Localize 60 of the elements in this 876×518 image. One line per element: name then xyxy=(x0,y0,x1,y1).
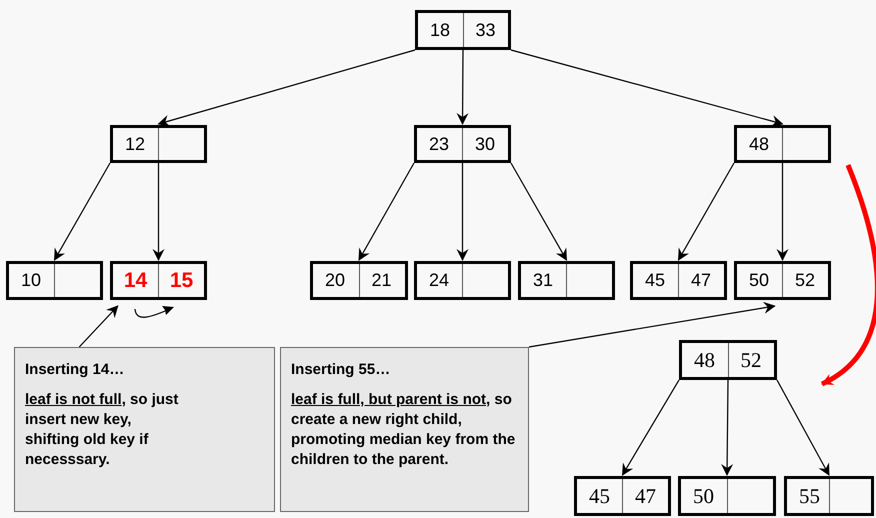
arrow xyxy=(158,49,416,127)
arrow xyxy=(358,162,415,261)
key-value: 45 xyxy=(589,484,610,508)
key-value: 21 xyxy=(372,270,392,291)
btree-node xyxy=(630,261,727,300)
arrow xyxy=(456,50,469,125)
key-value: 30 xyxy=(475,134,496,154)
note-text: leaf is full, but parent is not, so create a new right child, promoting median key from the children to the parent. xyxy=(291,390,516,470)
note-heading: Inserting 55… xyxy=(291,360,392,380)
btree-node xyxy=(310,261,408,300)
key-value: 48 xyxy=(749,134,770,154)
key-value: 52 xyxy=(795,270,816,291)
leader-line xyxy=(528,302,776,348)
key-value: 31 xyxy=(533,270,554,291)
arrow xyxy=(678,162,735,261)
leader-line xyxy=(78,305,118,348)
key-value: 48 xyxy=(694,348,715,372)
note-box xyxy=(14,347,275,512)
btree-node xyxy=(734,261,831,300)
arrow xyxy=(510,49,784,127)
key-value: 18 xyxy=(430,20,450,40)
arrow xyxy=(622,380,680,476)
arrow xyxy=(721,380,734,476)
btree-node xyxy=(110,125,207,163)
key-value: 24 xyxy=(429,270,450,291)
key-value: 10 xyxy=(21,270,42,291)
key-value: 47 xyxy=(635,484,656,508)
key-value: 33 xyxy=(476,20,496,40)
btree-node xyxy=(415,10,511,50)
btree-node xyxy=(6,261,103,300)
arrow xyxy=(456,163,468,261)
key-value: 52 xyxy=(740,348,762,372)
curved-arrow xyxy=(820,164,876,386)
key-value: 55 xyxy=(799,484,820,508)
note-heading: Inserting 14… xyxy=(25,360,126,380)
btree-node xyxy=(414,261,511,300)
key-value: 12 xyxy=(125,134,146,154)
btree-node xyxy=(734,125,831,163)
note-box xyxy=(280,347,529,512)
key-value: 20 xyxy=(325,270,346,291)
key-value: 50 xyxy=(749,270,770,291)
arrow xyxy=(152,163,164,261)
btree-node xyxy=(784,476,874,516)
arrow xyxy=(776,163,788,261)
btree-node xyxy=(574,476,671,516)
btree-node xyxy=(678,476,776,516)
arrow xyxy=(776,380,830,476)
arrow xyxy=(510,162,568,261)
arrow xyxy=(54,162,111,261)
btree-node xyxy=(414,125,511,163)
key-value: 47 xyxy=(691,270,712,291)
key-value: 45 xyxy=(645,270,666,291)
note-text: leaf is not full, so just insert new key, shifting old key if necesssary. xyxy=(25,390,180,470)
key-value: 50 xyxy=(693,484,714,508)
key-value: 23 xyxy=(429,134,450,154)
btree-node xyxy=(110,261,207,300)
key-value: 14 xyxy=(124,268,148,292)
btree-node xyxy=(518,261,615,300)
btree-node xyxy=(679,340,777,380)
key-value: 15 xyxy=(170,268,194,292)
